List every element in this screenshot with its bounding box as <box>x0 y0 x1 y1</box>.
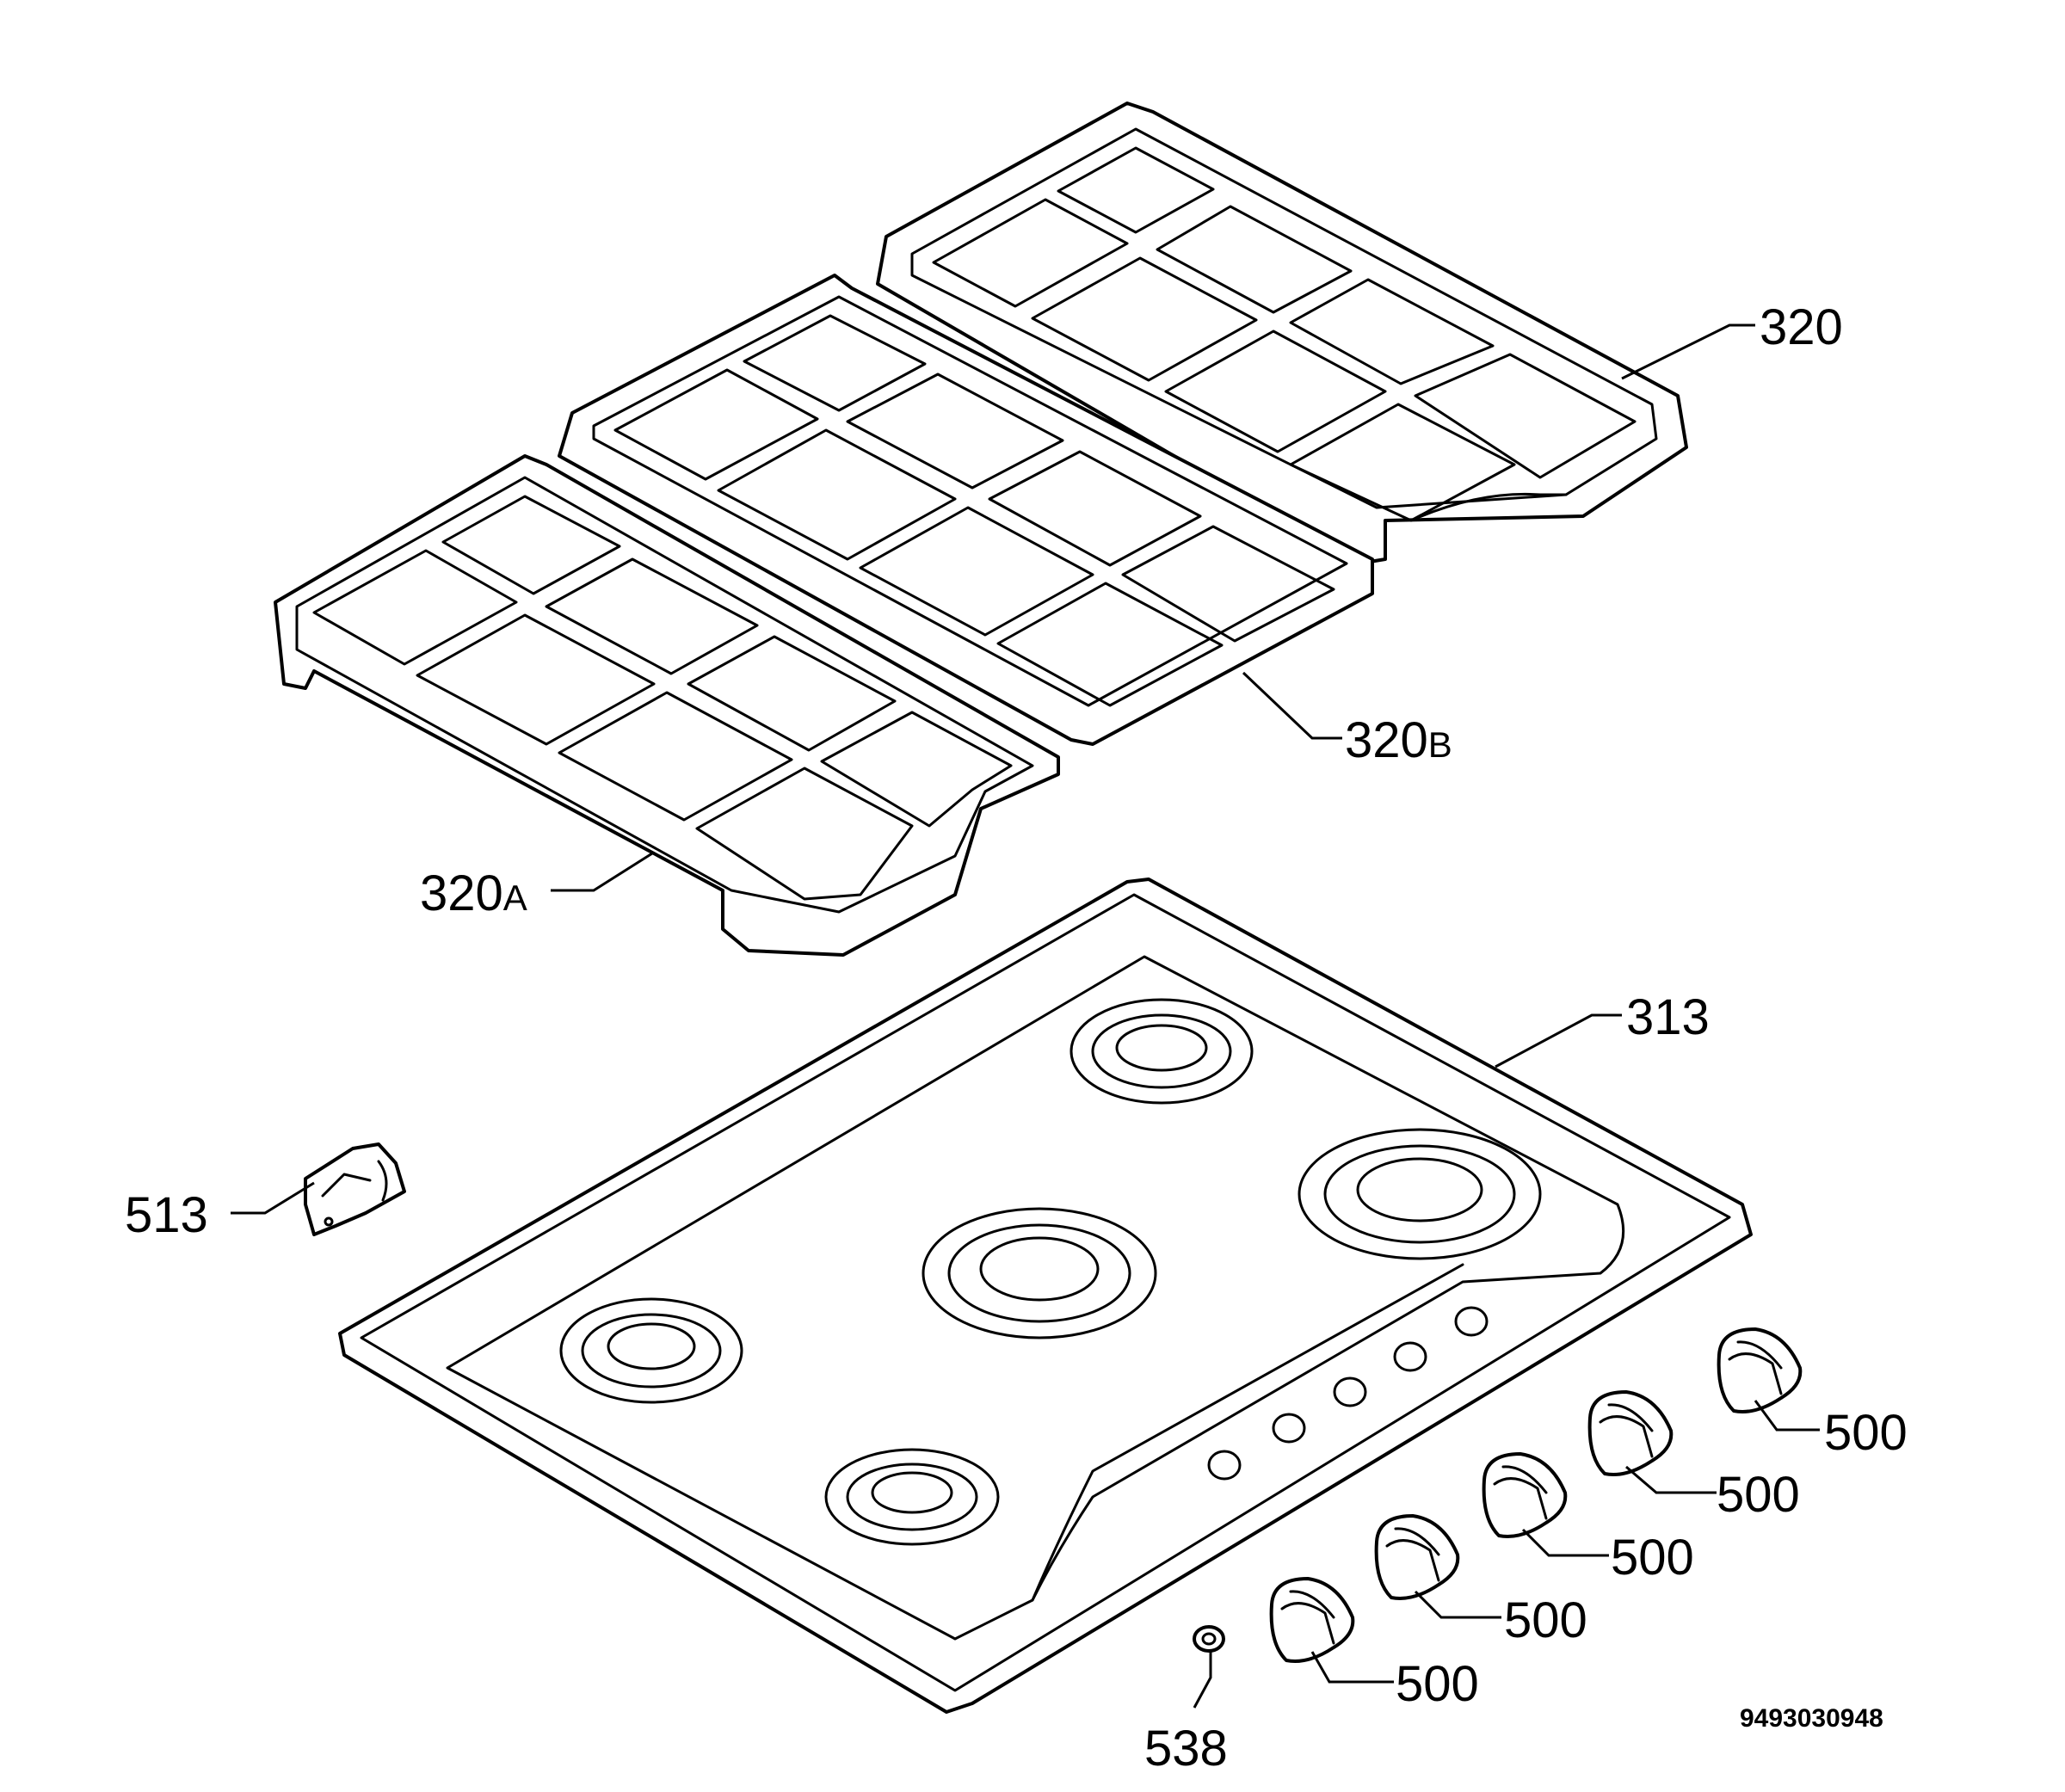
label-320a-suffix: A <box>503 878 527 918</box>
knob-500-3 <box>1482 1452 1568 1538</box>
label-500-3: 500 <box>1611 1530 1694 1586</box>
burner-center <box>922 1207 1157 1339</box>
label-513: 513 <box>125 1187 208 1243</box>
pan-support-320b <box>558 274 1374 746</box>
label-500-4: 500 <box>1504 1592 1587 1648</box>
label-320b-number: 320 <box>1345 712 1428 768</box>
knob-500-2 <box>1587 1390 1674 1476</box>
label-500-2: 500 <box>1717 1467 1800 1523</box>
part-labels: 320 320B 320A 313 513 500 500 500 500 50… <box>125 299 1908 1777</box>
control-knobs <box>1269 1327 1803 1663</box>
label-500-5: 500 <box>1396 1656 1479 1712</box>
burner-back <box>1069 998 1254 1105</box>
pan-support-320a <box>274 454 1060 957</box>
knob-500-4 <box>1374 1514 1460 1600</box>
clip-513 <box>304 1142 406 1236</box>
label-500-1: 500 <box>1824 1405 1908 1461</box>
label-320b-suffix: B <box>1428 724 1452 765</box>
knob-500-1 <box>1717 1327 1803 1413</box>
label-538: 538 <box>1144 1721 1228 1777</box>
burner-right <box>1298 1128 1542 1260</box>
pan-support-320 <box>876 102 1688 565</box>
burner-left <box>559 1297 743 1404</box>
leader-lines <box>231 323 1820 1709</box>
knob-500-5 <box>1269 1577 1355 1663</box>
label-313: 313 <box>1626 989 1710 1045</box>
label-320a-number: 320 <box>420 865 503 921</box>
knob-holes <box>1207 1306 1489 1481</box>
label-320: 320 <box>1760 299 1843 355</box>
spring-538 <box>1193 1625 1225 1653</box>
burner-front <box>824 1448 1000 1546</box>
hob-top-313 <box>338 878 1753 1714</box>
label-320a: 320A <box>420 865 527 921</box>
label-320b: 320B <box>1345 712 1452 768</box>
drawing-code: 9493030948 <box>1740 1704 1883 1733</box>
